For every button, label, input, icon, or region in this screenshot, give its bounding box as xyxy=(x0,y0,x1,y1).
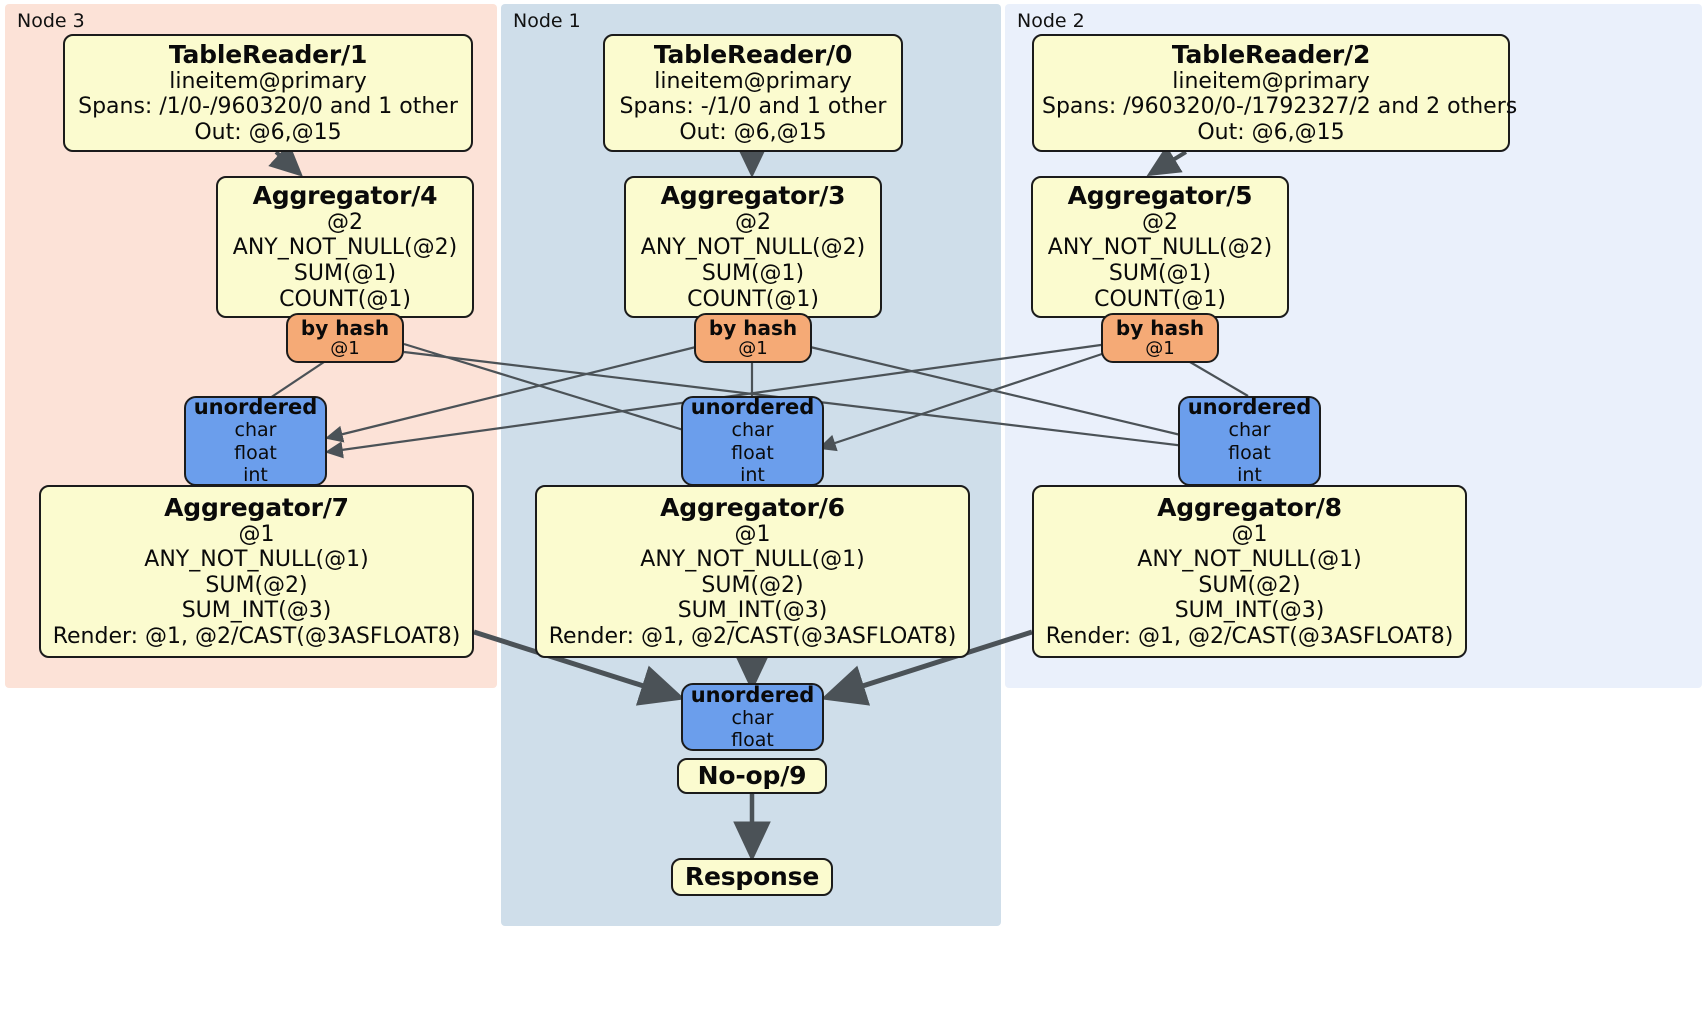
input-synchronizer-unordered-8[interactable]: unordered char float int xyxy=(1178,395,1321,487)
sync-title: unordered xyxy=(193,395,318,420)
processor-box-aggregator-4[interactable]: Aggregator/4 @2 ANY_NOT_NULL(@2) SUM(@1)… xyxy=(216,176,474,318)
processor-title: Aggregator/4 xyxy=(252,180,438,210)
processor-func-1: ANY_NOT_NULL(@1) xyxy=(640,547,865,573)
processor-box-aggregator-7[interactable]: Aggregator/7 @1 ANY_NOT_NULL(@1) SUM(@2)… xyxy=(39,485,474,658)
processor-func-2: SUM(@2) xyxy=(701,572,804,598)
processor-out: Out: @6,@15 xyxy=(194,119,342,145)
processor-func-2: SUM(@1) xyxy=(701,261,805,286)
processor-title: TableReader/1 xyxy=(168,39,368,69)
processor-func-1: ANY_NOT_NULL(@2) xyxy=(640,235,866,261)
input-synchronizer-unordered-6[interactable]: unordered char float int xyxy=(681,395,824,487)
processor-spans: Spans: /960320/0-/1792327/2 and 2 others xyxy=(1042,94,1518,120)
processor-title: TableReader/2 xyxy=(1171,39,1371,69)
processor-box-tablereader-1[interactable]: TableReader/1 lineitem@primary Spans: /1… xyxy=(63,34,473,152)
sync-type-2: float xyxy=(1228,441,1271,464)
processor-box-aggregator-6[interactable]: Aggregator/6 @1 ANY_NOT_NULL(@1) SUM(@2)… xyxy=(535,485,970,658)
processor-func-2: SUM(@2) xyxy=(205,572,308,598)
processor-spans: Spans: -/1/0 and 1 other xyxy=(619,94,887,120)
processor-title: TableReader/0 xyxy=(653,39,853,69)
processor-title: No-op/9 xyxy=(697,761,807,790)
processor-out: Out: @6,@15 xyxy=(679,119,827,145)
processor-box-tablereader-2[interactable]: TableReader/2 lineitem@primary Spans: /9… xyxy=(1032,34,1518,152)
processor-group-col: @1 xyxy=(238,521,275,547)
sync-title: unordered xyxy=(1187,395,1312,420)
input-synchronizer-unordered-7[interactable]: unordered char float int xyxy=(184,395,327,487)
processor-func-1: ANY_NOT_NULL(@1) xyxy=(1137,547,1362,573)
sync-type-3: int xyxy=(243,464,268,487)
processor-table: lineitem@primary xyxy=(169,68,367,94)
processor-title: Aggregator/6 xyxy=(660,492,845,522)
sync-type-1: char xyxy=(1228,419,1271,442)
processor-box-tablereader-0[interactable]: TableReader/0 lineitem@primary Spans: -/… xyxy=(603,34,903,152)
processor-func-3: COUNT(@1) xyxy=(1094,286,1226,312)
sync-type-2: float xyxy=(731,729,774,752)
processor-func-3: COUNT(@1) xyxy=(687,286,819,312)
processor-group-col: @1 xyxy=(1231,521,1268,547)
processor-group-col: @1 xyxy=(734,521,771,547)
router-column: @1 xyxy=(330,338,360,360)
sync-type-1: char xyxy=(234,419,277,442)
sync-title: unordered xyxy=(690,682,815,707)
node-panel-label-node2: Node 2 xyxy=(1017,10,1085,32)
processor-func-2: SUM(@1) xyxy=(293,261,397,286)
output-router-by-hash-4[interactable]: by hash @1 xyxy=(286,313,404,363)
output-router-by-hash-5[interactable]: by hash @1 xyxy=(1101,313,1219,363)
processor-func-3: SUM_INT(@3) xyxy=(181,598,332,624)
router-title: by hash xyxy=(1115,316,1205,341)
processor-box-noop-9[interactable]: No-op/9 xyxy=(677,758,827,794)
processor-box-aggregator-3[interactable]: Aggregator/3 @2 ANY_NOT_NULL(@2) SUM(@1)… xyxy=(624,176,882,318)
processor-box-aggregator-8[interactable]: Aggregator/8 @1 ANY_NOT_NULL(@1) SUM(@2)… xyxy=(1032,485,1467,658)
processor-title: Response xyxy=(684,862,820,891)
processor-table: lineitem@primary xyxy=(654,68,852,94)
processor-func-1: ANY_NOT_NULL(@1) xyxy=(144,547,369,573)
processor-box-response[interactable]: Response xyxy=(671,858,833,896)
processor-spans: Spans: /1/0-/960320/0 and 1 other xyxy=(78,94,458,120)
processor-func-3: SUM_INT(@3) xyxy=(1174,598,1325,624)
processor-title: Aggregator/7 xyxy=(164,492,349,522)
processor-group-col: @2 xyxy=(327,209,363,235)
processor-out: Out: @6,@15 xyxy=(1197,119,1345,145)
node-panel-label-node3: Node 3 xyxy=(17,10,85,32)
sync-type-1: char xyxy=(731,419,774,442)
processor-title: Aggregator/8 xyxy=(1157,492,1342,522)
sync-title: unordered xyxy=(690,395,815,420)
processor-group-col: @2 xyxy=(735,209,771,235)
processor-render: Render: @1, @2/CAST(@3ASFLOAT8) xyxy=(1045,623,1454,649)
sync-type-3: int xyxy=(1237,464,1262,487)
processor-box-aggregator-5[interactable]: Aggregator/5 @2 ANY_NOT_NULL(@2) SUM(@1)… xyxy=(1031,176,1289,318)
output-router-by-hash-3[interactable]: by hash @1 xyxy=(694,313,812,363)
processor-func-3: SUM_INT(@3) xyxy=(677,598,828,624)
router-title: by hash xyxy=(708,316,798,341)
processor-table: lineitem@primary xyxy=(1172,68,1370,94)
processor-func-3: COUNT(@1) xyxy=(279,286,411,312)
processor-render: Render: @1, @2/CAST(@3ASFLOAT8) xyxy=(548,623,957,649)
router-column: @1 xyxy=(1145,338,1175,360)
sync-type-1: char xyxy=(731,706,774,729)
processor-func-2: SUM(@2) xyxy=(1198,572,1301,598)
input-synchronizer-unordered-final[interactable]: unordered char float xyxy=(681,683,824,751)
processor-func-2: SUM(@1) xyxy=(1108,261,1212,286)
node-panel-label-node1: Node 1 xyxy=(513,10,581,32)
sync-type-3: int xyxy=(740,464,765,487)
router-title: by hash xyxy=(300,316,390,341)
processor-title: Aggregator/5 xyxy=(1067,180,1253,210)
processor-group-col: @2 xyxy=(1142,209,1178,235)
processor-title: Aggregator/3 xyxy=(660,180,846,210)
processor-func-1: ANY_NOT_NULL(@2) xyxy=(232,235,458,261)
sync-type-2: float xyxy=(234,441,277,464)
processor-render: Render: @1, @2/CAST(@3ASFLOAT8) xyxy=(52,623,461,649)
sync-type-2: float xyxy=(731,441,774,464)
router-column: @1 xyxy=(738,338,768,360)
processor-func-1: ANY_NOT_NULL(@2) xyxy=(1047,235,1273,261)
